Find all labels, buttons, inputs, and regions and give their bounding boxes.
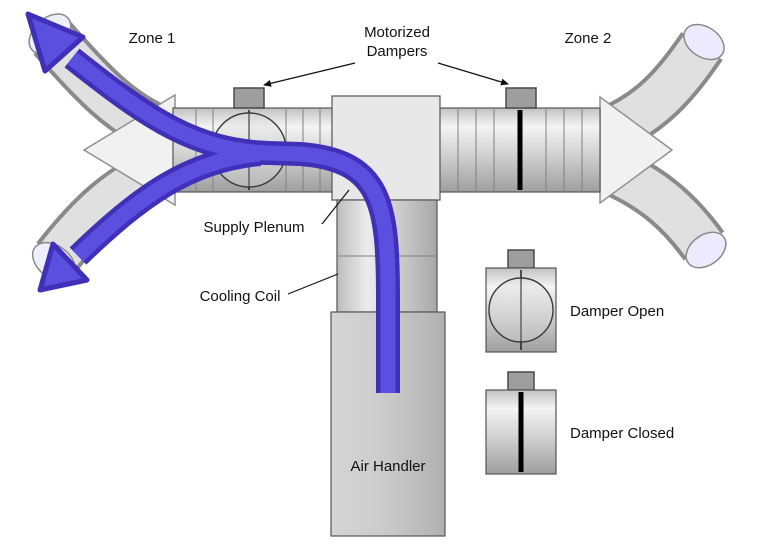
flex-duct-lower-right: [599, 146, 727, 269]
supply-plenum-label: Supply Plenum: [204, 219, 305, 236]
zone2-motorized-damper: [505, 87, 537, 190]
cooling-coil-label: Cooling Coil: [200, 288, 281, 305]
motorized-dampers-label-line2: Dampers: [367, 43, 428, 60]
flex-duct-upper-right: [599, 23, 725, 154]
legend-damper-closed: [485, 371, 557, 475]
pointer-cooling-coil: [287, 273, 339, 295]
duct-end-cap: [683, 23, 725, 61]
duct-end-cap: [685, 231, 727, 269]
pointer-motorized-to-zone2-damper: [437, 62, 509, 86]
damper-open-label: Damper Open: [570, 303, 664, 320]
damper-closed-label: Damper Closed: [570, 425, 674, 442]
damper-actuator-tab: [507, 371, 535, 391]
damper-actuator-tab: [507, 249, 535, 269]
air-handler-label: Air Handler: [350, 458, 425, 475]
pointer-supply-plenum: [321, 189, 350, 225]
supply-plenum-box: [331, 95, 441, 201]
airflow-arrow: [25, 11, 400, 393]
zone2-label: Zone 2: [565, 30, 612, 47]
damper-actuator-tab: [233, 87, 265, 109]
motorized-dampers-label-line1: Motorized: [364, 24, 430, 41]
damper-actuator-tab: [505, 87, 537, 109]
airflow-arrowhead-upper: [25, 11, 86, 74]
airflow-arrowhead-lower: [37, 241, 90, 293]
zone1-label: Zone 1: [129, 30, 176, 47]
legend-damper-open: [485, 249, 557, 353]
pointer-motorized-to-zone1-damper: [263, 62, 356, 87]
damper-open-circle: [488, 277, 554, 343]
